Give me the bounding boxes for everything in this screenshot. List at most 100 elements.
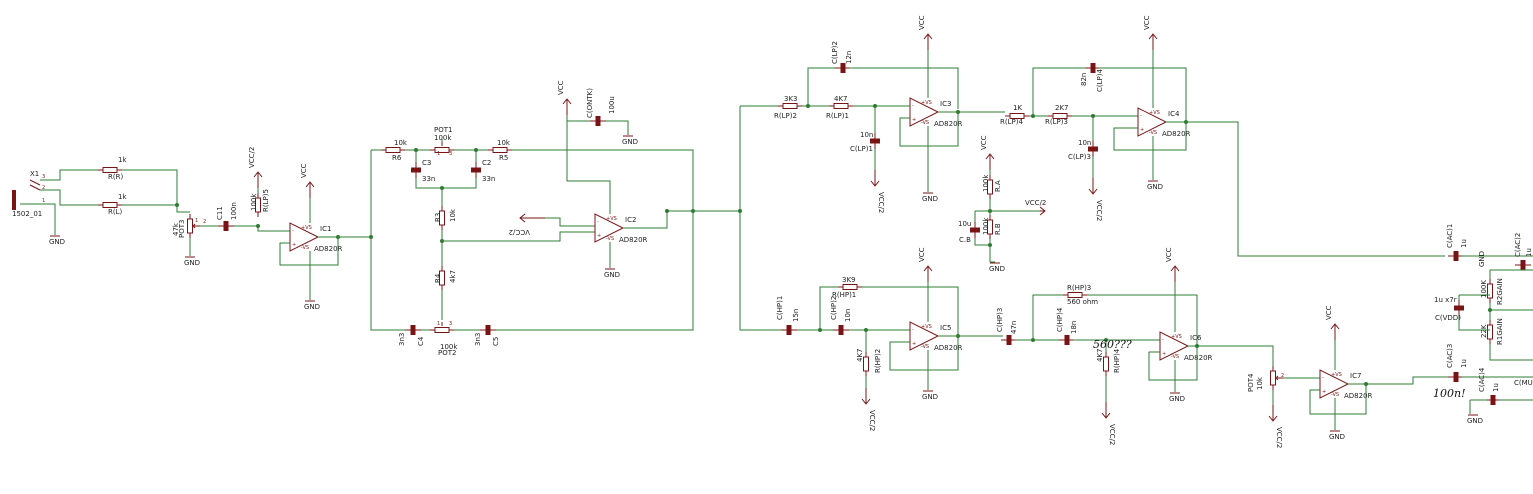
vcc2-arrow — [1268, 405, 1278, 422]
vcc-arrow — [1148, 33, 1158, 50]
capacitor-value: 100n — [230, 202, 238, 220]
capacitor-name: C(LP)4 — [1096, 69, 1104, 92]
wire — [899, 111, 959, 147]
junction-dot — [665, 209, 669, 213]
resistor-R(LP)4 — [1005, 113, 1029, 119]
resistor-R(L) — [98, 202, 122, 208]
capacitor-value: 1u — [1525, 248, 1533, 257]
capacitor-value: 33n — [422, 175, 435, 183]
capacitor-C3 — [411, 162, 421, 178]
resistor-value: 1k — [118, 156, 127, 164]
pot-value: 100k — [440, 343, 458, 351]
vcc-label: VCC — [980, 135, 988, 150]
resistor-name: R(HP)1 — [832, 291, 856, 299]
connector-pin: 2 — [42, 185, 45, 191]
opamp-pin-label: -VS — [1171, 354, 1179, 360]
resistor-value: 3K9 — [842, 276, 856, 284]
wire — [807, 67, 837, 106]
opamp-pin-label: +VS — [921, 324, 932, 330]
wire — [370, 150, 405, 331]
opamp-name: IC7 — [1350, 372, 1361, 380]
resistor-value: 22K — [1480, 324, 1488, 338]
resistor-value: 10k — [449, 208, 457, 222]
capacitor-value: 1u x7r — [1434, 296, 1457, 304]
resistor-name: R.A — [994, 180, 1002, 192]
resistor-value: 10k — [497, 139, 511, 147]
connector-X1 — [12, 179, 41, 210]
ground-label: GND — [304, 303, 320, 311]
wire — [1309, 383, 1367, 415]
capacitor-C(AC)4 — [1485, 395, 1501, 405]
ground-label: GND — [1478, 251, 1486, 267]
capacitor-C(ONTK) — [590, 116, 606, 126]
capacitor-value: 33n — [482, 175, 495, 183]
wire — [1032, 67, 1087, 116]
opamp-plus-sign: + — [1140, 127, 1144, 133]
wire — [545, 217, 595, 227]
opamp-pin-label: -VS — [921, 120, 929, 126]
capacitor-value: 1u — [1460, 239, 1468, 248]
opamp-pin-label: +VS — [301, 225, 312, 231]
vcc-label: VCC — [918, 15, 926, 30]
pin-number: 1 — [437, 151, 440, 157]
opamp-IC3 — [909, 97, 940, 127]
wire — [490, 149, 694, 331]
resistor-R(HP)2 — [863, 352, 869, 376]
capacitor-name: C(VDD) — [1435, 314, 1461, 322]
resistor-R3 — [439, 206, 445, 230]
pot-name: POT1 — [434, 126, 452, 134]
vcc2-arrow-head — [519, 213, 526, 223]
potentiometer-POT1 — [430, 142, 454, 153]
opamp-value: AD820R — [934, 120, 963, 128]
vcc2-arrow — [1101, 402, 1111, 419]
wire — [1366, 376, 1450, 385]
annotation-note: 100n! — [1433, 387, 1466, 400]
opamp-plus-sign: + — [912, 117, 916, 123]
capacitor-C(VDD) — [1454, 300, 1464, 316]
connector-name: X1 — [30, 170, 39, 178]
wire — [442, 231, 595, 242]
ground-label: GND — [622, 138, 638, 146]
vcc-arrow — [985, 153, 995, 170]
pin-number: 3 — [449, 151, 452, 157]
opamp-pin-label: +VS — [1171, 334, 1182, 340]
wire — [606, 120, 629, 135]
vcc2-label: VCC/2 — [1275, 427, 1283, 448]
vcc-arrow — [305, 181, 315, 198]
resistor-value: 4k7 — [449, 270, 457, 283]
resistor-name: R(HP)3 — [1067, 284, 1091, 292]
resistor-value: 2K7 — [1055, 104, 1069, 112]
resistor-value: 100k — [982, 217, 990, 235]
capacitor-C(HP)4 — [1059, 335, 1075, 345]
ground-label: GND — [1329, 433, 1345, 441]
opamp-minus-sign: - — [597, 219, 599, 225]
vcc-label: VCC — [1143, 15, 1151, 30]
wire — [974, 238, 990, 246]
vcc2-arrow-head — [1039, 206, 1046, 216]
capacitor-name: C3 — [422, 159, 431, 167]
resistor-R4 — [439, 266, 445, 290]
wire — [415, 178, 477, 189]
ground-label: GND — [922, 393, 938, 401]
opamp-pin-label: -VS — [606, 236, 614, 242]
capacitor-name: C(HP)4 — [1056, 307, 1064, 332]
resistor-name: R.B — [994, 223, 1002, 235]
resistor-value: 560 ohm — [1067, 298, 1098, 306]
capacitor-C4 — [405, 325, 421, 335]
capacitor-C(LP)1 — [870, 133, 880, 149]
junction-dot — [1184, 120, 1188, 124]
vcc2-arrow — [861, 388, 871, 405]
resistor-R(LP)3 — [1048, 113, 1072, 119]
opamp-name: IC4 — [1168, 110, 1180, 118]
pin-number: 3 — [449, 321, 452, 327]
capacitor-value: 18n — [1070, 321, 1078, 334]
resistor-value: 4K7 — [1096, 349, 1104, 363]
opamp-pin-label: +VS — [1149, 110, 1160, 116]
resistor-R(LP)5 — [255, 193, 261, 217]
capacitor-name: C(ONTK) — [586, 88, 594, 118]
wire — [566, 115, 611, 214]
resistor-value: 4K7 — [856, 349, 864, 363]
opamp-pin-label: -VS — [301, 245, 309, 251]
capacitor-value: 10n — [1078, 139, 1091, 147]
vcc2-label: VCC/2 — [1095, 200, 1103, 221]
